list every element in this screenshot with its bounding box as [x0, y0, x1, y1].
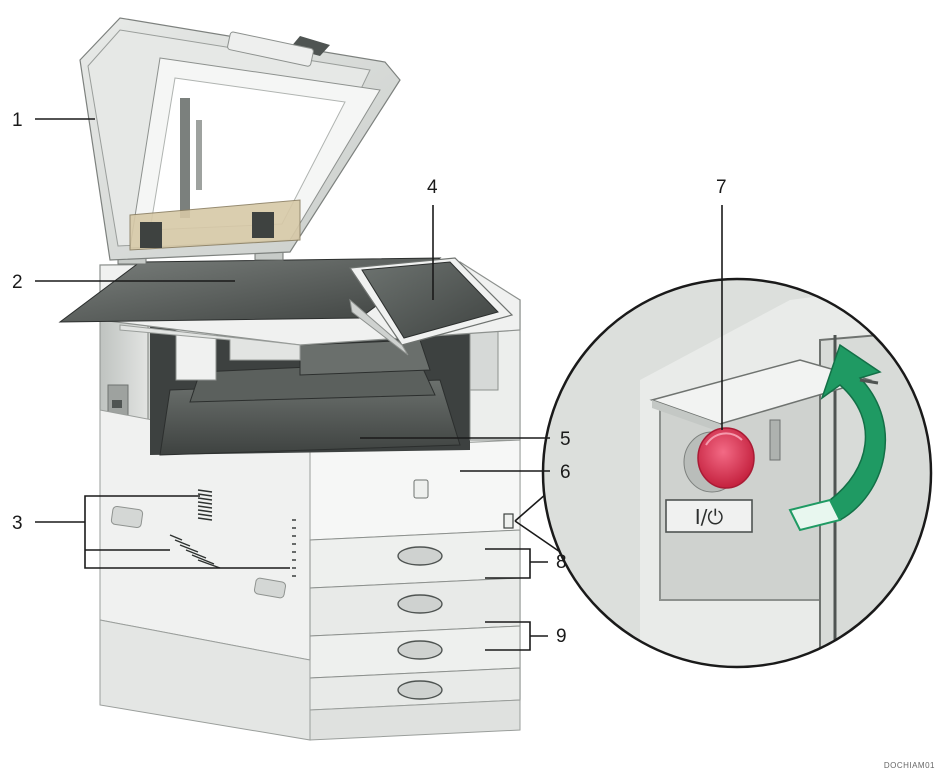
callout-6: 6 [560, 462, 571, 483]
callout-7: 7 [716, 177, 727, 198]
front-cover-latch [414, 480, 428, 498]
tray-handle-4 [398, 681, 442, 699]
figure-code: DOCHIAM01 [884, 761, 935, 770]
callout-1: 1 [12, 110, 23, 131]
tray-handle-1 [398, 547, 442, 565]
callout-2: 2 [12, 272, 23, 293]
tray-handle-3 [398, 641, 442, 659]
callout-5: 5 [560, 429, 571, 450]
callout-4: 4 [427, 177, 438, 198]
power-switch-location [504, 514, 513, 528]
switch-label: I/⏻ [695, 505, 724, 529]
handle-left-top [111, 506, 143, 528]
paper-trays [310, 530, 520, 710]
callout-8: 8 [556, 552, 567, 573]
adf-raised [80, 18, 400, 260]
callout-9: 9 [556, 626, 567, 647]
tray-handle-2 [398, 595, 442, 613]
callout-3: 3 [12, 513, 23, 534]
power-switch-zoom: I/⏻ [515, 279, 939, 690]
copier-illustration [60, 18, 520, 740]
